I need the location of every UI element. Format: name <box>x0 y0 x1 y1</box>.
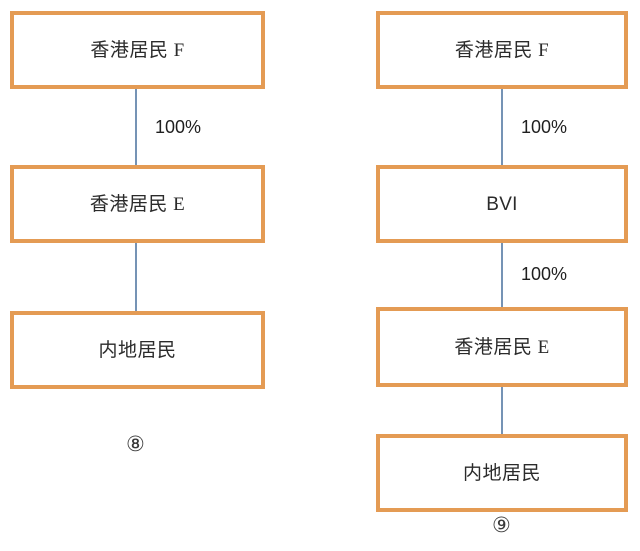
node-left-hk-resident-e[interactable]: 香港居民 E <box>10 165 265 243</box>
connector-left-1 <box>135 87 137 167</box>
figure-caption-7: ⑧ <box>126 432 145 456</box>
connector-right-1 <box>501 87 503 167</box>
connector-left-2 <box>135 241 137 313</box>
figure-caption-8: ⑨ <box>492 513 511 537</box>
node-left-mainland-resident-label: 内地居民 <box>98 339 177 361</box>
connector-right-3 <box>501 386 503 436</box>
node-left-mainland-resident[interactable]: 内地居民 <box>10 311 265 389</box>
edge-label-right-2: 100% <box>521 264 568 284</box>
node-left-hk-resident-f-label: 香港居民 F <box>90 39 185 61</box>
edge-label-right-1: 100% <box>521 117 568 137</box>
node-right-bvi-label: BVI <box>486 193 518 215</box>
node-left-hk-resident-f[interactable]: 香港居民 F <box>10 11 265 89</box>
node-left-hk-resident-e-label: 香港居民 E <box>89 193 186 215</box>
connector-right-2 <box>501 241 503 309</box>
node-right-hk-resident-f-label: 香港居民 F <box>454 39 550 61</box>
node-right-bvi[interactable]: BVI <box>376 165 628 243</box>
node-right-hk-resident-e[interactable]: 香港居民 E <box>376 307 628 387</box>
edge-label-left-1: 100% <box>155 117 202 137</box>
node-right-hk-resident-f[interactable]: 香港居民 F <box>376 11 628 89</box>
node-right-mainland-resident[interactable]: 内地居民 <box>376 434 628 512</box>
node-right-hk-resident-e-label: 香港居民 E <box>454 336 550 358</box>
node-right-mainland-resident-label: 内地居民 <box>462 462 541 484</box>
